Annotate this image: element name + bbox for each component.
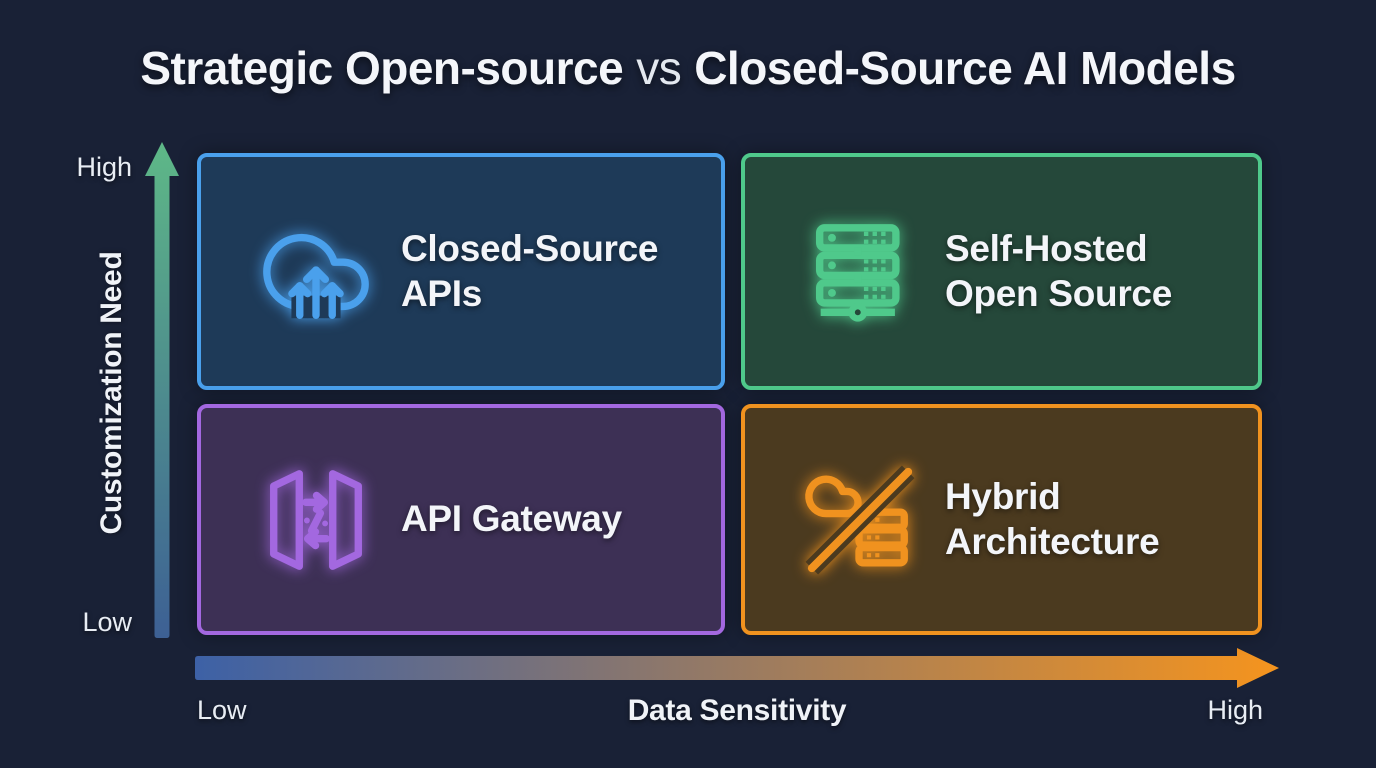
cloud-upload-icon — [257, 213, 375, 331]
api-gateway-icon — [257, 461, 375, 579]
x-axis-title: Data Sensitivity — [627, 694, 847, 727]
quadrant-label: API Gateway — [401, 498, 622, 540]
server-rack-icon — [801, 213, 919, 331]
quadrant-api-gateway: API Gateway — [197, 404, 725, 635]
x-axis-arrow — [195, 648, 1279, 688]
title-right: Closed-Source AI Models — [694, 42, 1236, 94]
x-axis-low-label: Low — [197, 695, 247, 725]
y-axis-title: Customization Need — [95, 251, 128, 535]
y-axis-high-label: High — [76, 152, 132, 182]
x-axis-high-label: High — [1207, 695, 1263, 725]
title-separator: vs — [636, 42, 682, 94]
cloud-server-hybrid-icon — [801, 461, 919, 579]
y-axis-arrow — [145, 142, 179, 638]
y-axis-low-label: Low — [82, 607, 132, 637]
title-left: Strategic Open-source — [140, 42, 624, 94]
